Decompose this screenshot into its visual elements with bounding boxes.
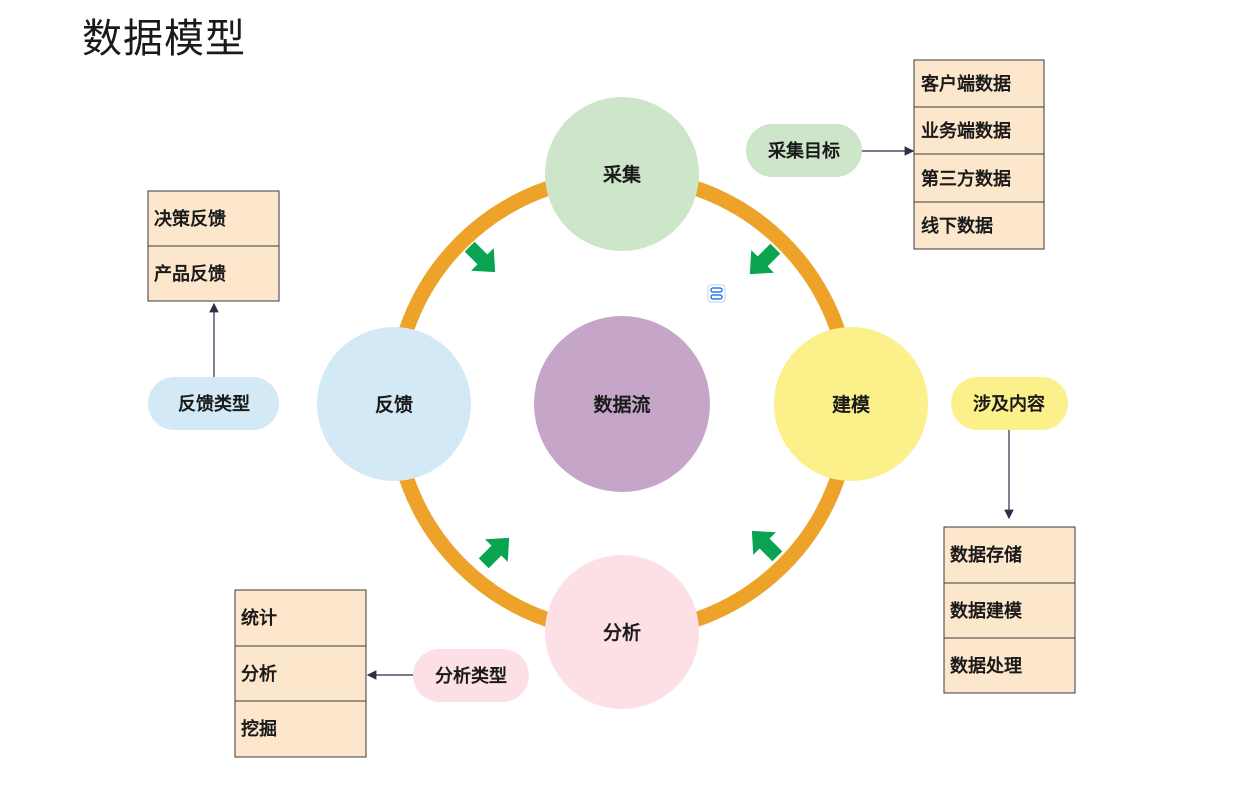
list-item[interactable] (234, 700, 367, 758)
cycle-arrow-icon (478, 537, 510, 569)
cycle-arrow-icon (751, 530, 783, 562)
list-item-label: 第三方数据 (921, 168, 1011, 190)
collect-target-label: 采集目标 (767, 140, 840, 162)
center-node-label: 数据流 (593, 393, 650, 416)
list-item-label: 统计 (241, 607, 277, 629)
collect-node[interactable] (545, 97, 699, 251)
analyze-node[interactable] (545, 555, 699, 709)
analyze-node-label: 分析 (603, 621, 641, 644)
list-item-label: 产品反馈 (154, 263, 226, 285)
list-item-label: 分析 (241, 663, 277, 685)
analyze-type-pill[interactable] (413, 649, 529, 702)
feedback-type-label: 反馈类型 (178, 393, 250, 415)
collect-node-label: 采集 (603, 163, 642, 186)
list-item-label: 决策反馈 (154, 208, 226, 230)
cycle-arrow-icon (464, 241, 496, 273)
list-item[interactable] (234, 645, 367, 702)
list-item-label: 客户端数据 (921, 73, 1011, 95)
list-item-label: 线下数据 (921, 215, 993, 237)
list-item-label: 数据处理 (950, 655, 1022, 677)
list-item[interactable] (234, 589, 367, 647)
list-item[interactable] (913, 59, 1045, 108)
list-item[interactable] (943, 637, 1076, 694)
collect-target-pill[interactable] (746, 124, 862, 177)
center-node[interactable] (534, 316, 710, 492)
collect-target-list: 客户端数据 业务端数据 第三方数据 线下数据 (913, 59, 1045, 250)
list-item[interactable] (913, 106, 1045, 155)
analyze-type-label: 分析类型 (435, 665, 507, 687)
feedback-type-pill[interactable] (148, 377, 279, 430)
list-item[interactable] (943, 582, 1076, 639)
list-item-label: 数据建模 (950, 600, 1023, 622)
list-item[interactable] (913, 153, 1045, 203)
list-item-label: 业务端数据 (921, 120, 1011, 142)
list-item-label: 数据存储 (950, 544, 1022, 566)
page-title: 数据模型 (82, 16, 246, 62)
model-node-label: 建模 (832, 393, 871, 416)
model-node[interactable] (774, 327, 928, 481)
list-item[interactable] (943, 526, 1076, 584)
feedback-node-label: 反馈 (375, 393, 413, 416)
model-content-label: 涉及内容 (973, 393, 1045, 415)
list-item-label: 挖掘 (241, 718, 277, 740)
cycle-arrow-icon (749, 243, 781, 275)
model-content-list: 数据存储 数据建模 数据处理 (943, 526, 1076, 694)
feedback-node[interactable] (317, 327, 471, 481)
feedback-type-list: 决策反馈 产品反馈 (147, 190, 280, 302)
list-toggle-icon[interactable] (707, 284, 726, 303)
list-item[interactable] (147, 245, 280, 302)
list-item[interactable] (913, 201, 1045, 250)
model-content-pill[interactable] (951, 377, 1068, 430)
analyze-type-list: 统计 分析 挖掘 (234, 589, 367, 758)
